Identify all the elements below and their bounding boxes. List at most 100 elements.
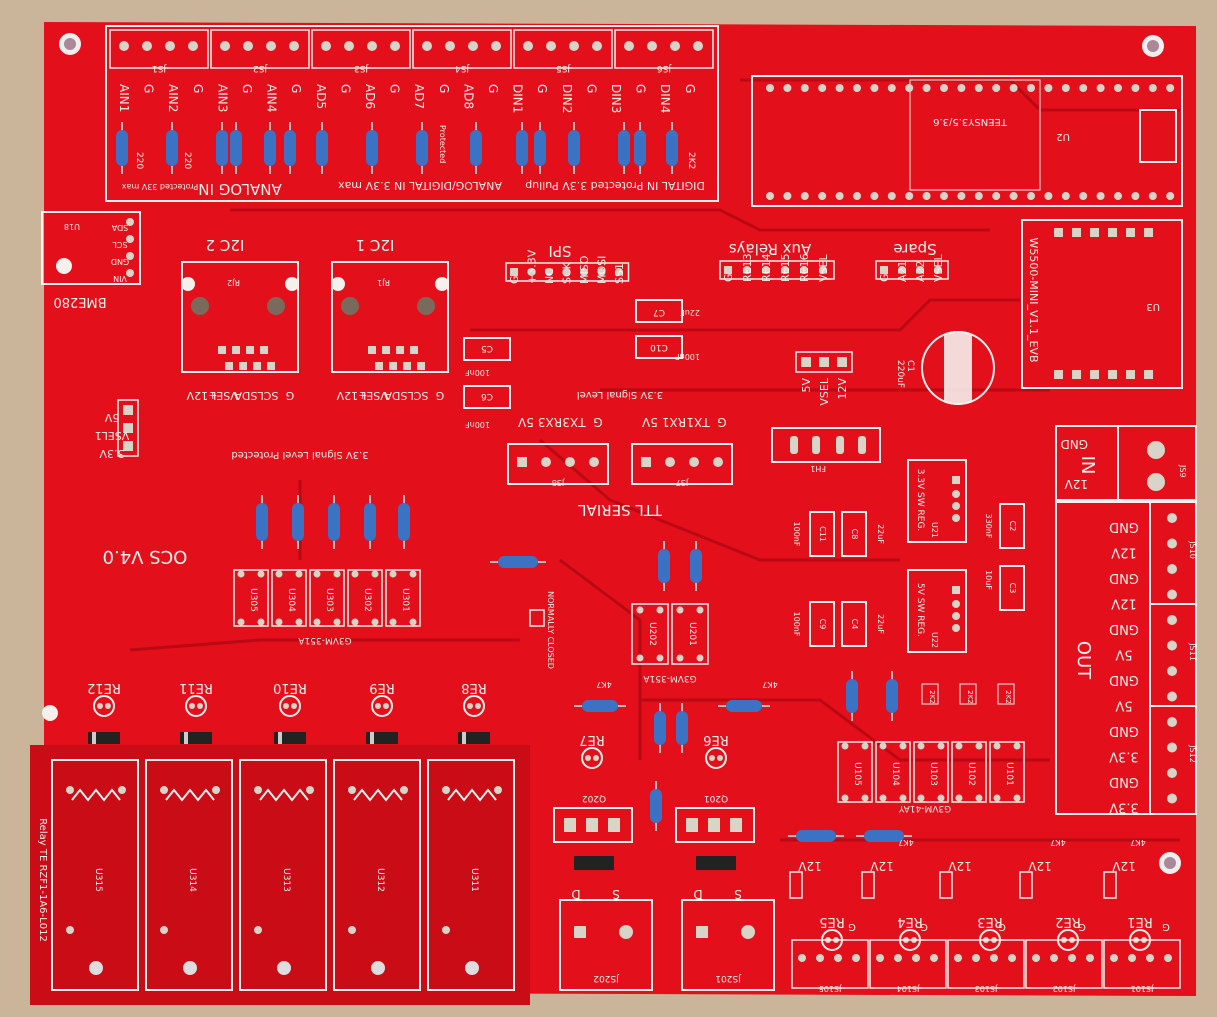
relay-outline <box>239 759 327 991</box>
led-outline <box>185 695 207 717</box>
pin-label: NC <box>543 268 556 284</box>
r2k2-label: 2K2 <box>928 690 936 704</box>
ssr-ref: U201 <box>687 622 697 646</box>
jumper-outline <box>939 871 953 899</box>
led-pad <box>717 755 723 761</box>
c10-value: 100nF <box>675 352 700 361</box>
input-resistor <box>166 122 178 174</box>
ssr-outline <box>913 741 949 803</box>
pin-label: G <box>878 273 891 282</box>
in-ref: JS9 <box>1178 464 1187 478</box>
out-pin-label: GND <box>1109 621 1139 636</box>
relay-ref: U314 <box>187 868 197 892</box>
out-pin-label: 12V <box>1111 596 1137 611</box>
relay-outline <box>427 759 515 991</box>
teensy-pad <box>870 192 879 200</box>
out-pin-label: 5V <box>1115 698 1132 713</box>
relay-coil-symbol <box>259 788 309 802</box>
ssr-pad <box>879 794 887 802</box>
input-resistor <box>516 122 528 174</box>
header-outline <box>1103 939 1181 989</box>
relay-pad <box>118 786 126 794</box>
input-resistor <box>666 122 678 174</box>
mosfet-pad <box>730 818 742 832</box>
relay-pad <box>160 786 168 794</box>
led-pad <box>585 755 591 761</box>
terminal-pad <box>619 925 633 939</box>
header-ref: JS105 <box>819 984 843 993</box>
ssr-outline <box>837 741 873 803</box>
ssr-pad <box>955 794 963 802</box>
out-block <box>1055 501 1197 815</box>
ssr-pad <box>351 570 359 578</box>
rj-pad <box>375 362 383 370</box>
out-pin-label: 12V <box>1111 545 1137 560</box>
jumper-outline <box>789 871 803 899</box>
jumper-pad <box>801 357 811 367</box>
pin-label: AD6 <box>363 84 377 109</box>
header-ref: JS104 <box>897 984 921 993</box>
pin-label: G <box>535 84 549 93</box>
rj-pad <box>225 362 233 370</box>
input-resistor <box>470 122 482 174</box>
teensy-pad <box>1148 192 1157 200</box>
header-pad <box>816 954 824 962</box>
r4k7-label: 4K7 <box>1050 838 1065 847</box>
rj-pad <box>218 346 226 354</box>
ssr-left-resistors <box>256 495 410 549</box>
pin-pad <box>762 266 770 274</box>
ssr-ref: U303 <box>324 588 334 612</box>
relay-ref: U315 <box>93 868 103 892</box>
re-label: RE11 <box>179 680 213 695</box>
pin-label: G <box>289 84 303 93</box>
relay-pad <box>254 926 262 934</box>
w5500-pad <box>1126 370 1135 379</box>
jumper-pad <box>123 441 133 451</box>
pin-pad <box>781 266 789 274</box>
relay-hole <box>371 961 385 975</box>
resistor-body <box>366 130 378 166</box>
ssr-outline <box>671 603 709 665</box>
teensy-label: TEENSY3.5/3.6 <box>933 116 1008 127</box>
nc-jumper <box>529 609 545 627</box>
header-pad <box>165 41 175 51</box>
led-pad <box>475 703 481 709</box>
resistor-body <box>216 130 228 166</box>
resistor-body <box>316 130 328 166</box>
w5500-pad <box>1072 228 1081 237</box>
teensy-pad <box>1131 192 1140 200</box>
ssr-pad <box>696 654 704 662</box>
jumper-pad <box>123 423 133 433</box>
resistor-body <box>116 130 128 166</box>
top-header-pads <box>109 29 714 69</box>
input-resistor <box>216 122 228 174</box>
rj-pad <box>403 362 411 370</box>
pin-pad <box>916 266 924 274</box>
jumper-pad <box>837 357 847 367</box>
q-label: Q202 <box>582 793 606 803</box>
resistor-body <box>886 679 898 713</box>
out-pad <box>1167 513 1177 523</box>
relay-pad <box>212 786 220 794</box>
digital-in-label: DIGITAL IN Protected 3.3V Pullup <box>525 179 705 192</box>
pin-label: DIN3 <box>609 84 623 113</box>
bme280-ref: U18 <box>64 222 80 231</box>
in-pad-12v <box>1147 473 1165 491</box>
bme-pad <box>126 218 134 226</box>
header-pad <box>266 41 276 51</box>
ssr-pad <box>656 654 664 662</box>
teensy-pad <box>974 192 983 200</box>
c8-label: C8 <box>850 529 859 540</box>
jumper-label: VSEL <box>818 377 831 405</box>
ssr-pad <box>275 570 283 578</box>
ssr-pad <box>656 606 664 614</box>
ssr-ref: U101 <box>1004 762 1014 786</box>
ssr-pad <box>899 742 907 750</box>
teensy-pad <box>905 192 914 200</box>
